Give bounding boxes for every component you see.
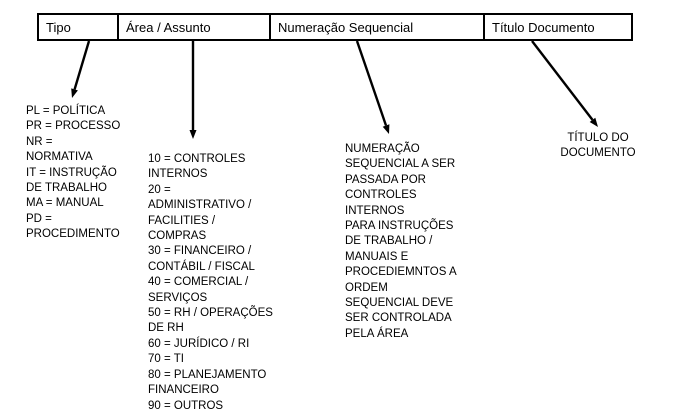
header-cell-numeracao-sequencial: Numeração Sequencial [271, 15, 485, 39]
note-titulo-documento-legend: TÍTULO DO DOCUMENTO [560, 132, 636, 160]
arrow-titulo-documento [531, 40, 598, 127]
note-tipo-legend: PL = POLÍTICA PR = PROCESSO NR = NORMATI… [26, 105, 121, 241]
header-label-titulo-documento: Título Documento [492, 19, 595, 35]
header-label-numeracao-sequencial: Numeração Sequencial [278, 19, 414, 35]
arrow-tipo [71, 40, 91, 98]
header-table: Tipo Área / Assunto Numeração Sequencial… [37, 13, 633, 41]
arrow-area-assunto [189, 41, 197, 139]
header-label-area-assunto: Área / Assunto [126, 19, 211, 35]
note-numeracao-sequencial-legend: NUMERAÇÃO SEQUENCIAL A SER PASSADA POR C… [345, 143, 457, 340]
note-area-assunto-legend: 10 = CONTROLES INTERNOS 20 = ADMINISTRAT… [148, 153, 273, 412]
header-cell-titulo-documento: Título Documento [485, 15, 631, 39]
arrow-numeracao-sequencial [355, 40, 390, 134]
header-cell-area-assunto: Área / Assunto [119, 15, 271, 39]
header-label-tipo: Tipo [46, 19, 71, 35]
header-cell-tipo: Tipo [39, 15, 119, 39]
